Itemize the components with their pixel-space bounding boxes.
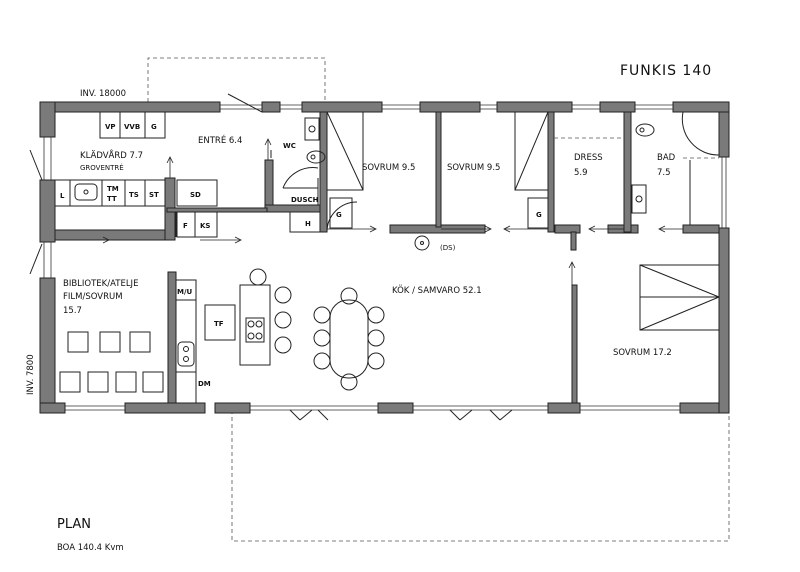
fixture-vvb: VVB [124, 123, 140, 131]
dining-table [313, 287, 385, 391]
terrace-outline [231, 410, 730, 542]
room-bad-area: 7.5 [657, 168, 671, 178]
room-sovrum-1: SOVRUM 9.5 [362, 163, 415, 173]
area-label: BOA 140.4 Kvm [57, 543, 124, 553]
fixture-ts: TS [129, 191, 139, 199]
fixture-g2: G [336, 211, 342, 219]
double-bed [639, 264, 720, 331]
room-sovrum-2: SOVRUM 9.5 [447, 163, 500, 173]
plan-title: FUNKIS 140 [620, 63, 712, 79]
fixture-l: L [60, 192, 65, 200]
bedroom-2-fixtures [441, 111, 549, 233]
laundry-cabinets [54, 111, 218, 238]
exterior-walls [29, 93, 730, 421]
room-wc: WC [283, 142, 296, 150]
fixture-tm: TM [107, 185, 119, 193]
dishwasher-label: (DS) [440, 244, 456, 252]
interior-walls [54, 111, 720, 404]
fixture-sd: SD [190, 191, 201, 199]
fixture-st: ST [149, 191, 159, 199]
room-kladvard: KLÄDVÅRD 7.7 [80, 149, 143, 161]
circulation-arrows [70, 138, 576, 285]
fixture-tf: TF [214, 320, 224, 328]
room-sovrum-3: SOVRUM 17.2 [613, 348, 672, 358]
room-groventre: GROVENTRÉ [80, 163, 124, 172]
fixture-g3: G [536, 211, 542, 219]
library-furniture [59, 331, 164, 393]
entrance-porch-outline [147, 57, 326, 102]
fixture-dm: DM [198, 380, 211, 388]
room-kok-samvaro: KÖK / SAMVARO 52.1 [392, 285, 482, 296]
room-dusch: DUSCH [291, 196, 319, 204]
fixture-vp: VP [105, 123, 116, 131]
fixture-g1: G [151, 123, 157, 131]
fixture-f: F [183, 222, 188, 230]
dishwasher-marker [414, 235, 430, 251]
depth-dimension: INV. 7800 [26, 354, 36, 395]
room-bibliotek-line-2: FILM/SOVRUM [63, 292, 123, 302]
room-bad: BAD [657, 153, 676, 163]
room-entre: ENTRÉ 6.4 [198, 134, 242, 146]
room-dress: DRESS [574, 153, 603, 163]
room-bibliotek-area: 15.7 [63, 306, 82, 316]
wc-shower [270, 117, 326, 233]
room-bibliotek-line-1: BIBLIOTEK/ATELJE [63, 279, 138, 289]
bedroom-1-fixtures [326, 111, 377, 233]
fixture-tt: TT [107, 195, 117, 203]
room-dress-area: 5.9 [574, 168, 588, 178]
fixture-h: H [305, 220, 311, 228]
fixture-ks: KS [200, 222, 210, 230]
plan-label: PLAN [57, 517, 91, 532]
kitchen-fixtures [175, 268, 292, 404]
fixture-mu: M/U [177, 288, 193, 296]
width-dimension: INV. 18000 [80, 89, 126, 99]
dress-bath-fixtures [554, 111, 720, 233]
